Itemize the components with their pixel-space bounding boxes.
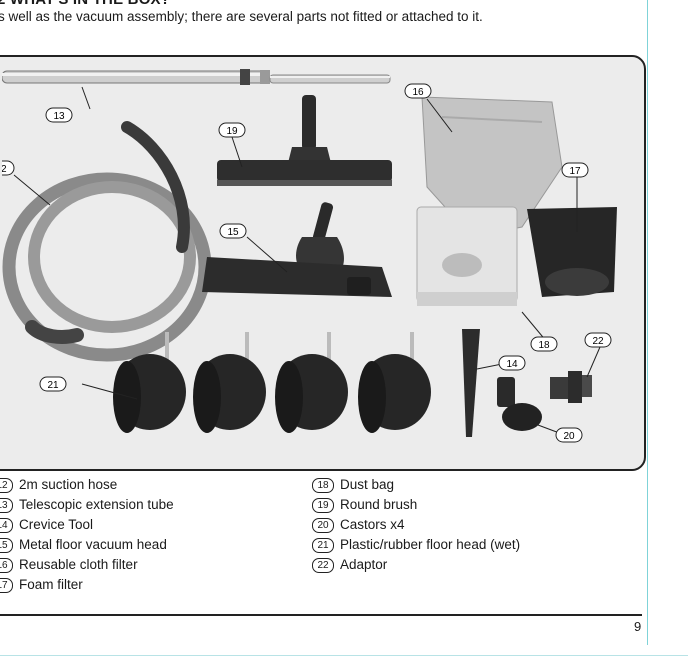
legend-label: Reusable cloth filter	[19, 557, 138, 572]
suction-hose-illustration	[2, 121, 212, 362]
callout-15: 15	[219, 223, 247, 239]
legend-item: 13 Telescopic extension tube	[0, 496, 174, 514]
parts-legend-left: 12 2m suction hose 13 Telescopic extension…	[0, 476, 300, 602]
callout-12: 12	[2, 160, 15, 176]
legend-item: 15 Metal floor vacuum head	[0, 536, 167, 554]
legend-item: 14 Crevice Tool	[0, 516, 93, 534]
callout-22: 22	[584, 332, 612, 348]
parts-legend-right: 18 Dust bag 19 Round brush 20 Castors x4 21…	[312, 476, 632, 582]
callout-leader-lines	[13, 86, 601, 435]
legend-label: Metal floor vacuum head	[19, 537, 167, 552]
page-number: 9	[634, 619, 642, 634]
legend-number: 19	[312, 498, 334, 513]
callout-17: 17	[561, 162, 589, 178]
legend-label: 2m suction hose	[19, 477, 118, 492]
svg-text:19: 19	[226, 126, 238, 137]
legend-label: Crevice Tool	[19, 517, 94, 532]
legend-number: 21	[312, 538, 334, 553]
legend-item: 12 2m suction hose	[0, 476, 117, 494]
legend-item: 21 Plastic/rubber floor head (wet)	[312, 536, 520, 554]
svg-text:13: 13	[53, 111, 65, 122]
legend-label: Adaptor	[340, 557, 388, 572]
crevice-tool-illustration	[462, 329, 480, 437]
svg-text:12: 12	[2, 164, 7, 175]
callout-labels: 13 12 19 15 16 17 18 14 20 21 22	[2, 83, 612, 443]
legend-label: Round brush	[340, 497, 418, 512]
callout-16: 16	[404, 83, 432, 99]
legend-item: 18 Dust bag	[312, 476, 394, 494]
parts-illustration: 13 12 19 15 16 17 18 14 20 21 22	[2, 69, 617, 443]
legend-number: 18	[312, 478, 334, 493]
legend-number: 15	[0, 538, 13, 553]
svg-text:17: 17	[569, 166, 581, 177]
legend-item: 19 Round brush	[312, 496, 417, 514]
svg-text:21: 21	[47, 380, 59, 391]
legend-number: 16	[0, 558, 13, 573]
svg-text:14: 14	[506, 359, 518, 370]
legend-label: Foam filter	[19, 577, 83, 592]
callout-14: 14	[498, 355, 526, 371]
castors-illustration	[113, 332, 431, 433]
svg-text:18: 18	[538, 340, 550, 351]
legend-item: 16 Reusable cloth filter	[0, 556, 138, 574]
callout-13: 13	[45, 107, 73, 123]
legend-number: 17	[0, 578, 13, 593]
adaptor-illustration	[550, 371, 592, 403]
svg-text:22: 22	[592, 336, 604, 347]
callout-20: 21	[39, 376, 67, 392]
legend-number: 14	[0, 518, 13, 533]
parts-photo: 13 12 19 15 16 17 18 14 20 21 22	[0, 55, 646, 471]
round-brush-illustration	[497, 377, 542, 431]
cloth-filter-illustration	[421, 96, 563, 238]
metal-floor-head-illustration	[202, 202, 392, 297]
section-heading: 2 WHAT'S IN THE BOX?	[0, 0, 170, 8]
legend-item: 20 Castors x4	[312, 516, 405, 534]
legend-item: 22 Adaptor	[312, 556, 387, 574]
legend-item: 17 Foam filter	[0, 576, 83, 594]
legend-label: Castors x4	[340, 517, 405, 532]
legend-number: 22	[312, 558, 334, 573]
legend-number: 13	[0, 498, 13, 513]
dust-bag-illustration	[416, 206, 518, 306]
callout-21: 19	[218, 122, 246, 138]
wet-floor-head-illustration	[217, 95, 392, 186]
telescopic-tube-illustration	[2, 69, 391, 85]
svg-text:20: 20	[563, 431, 575, 442]
page-bottom-rule	[0, 655, 688, 656]
callout-19: 20	[555, 427, 583, 443]
legend-label: Plastic/rubber floor head (wet)	[340, 537, 521, 552]
footer-rule	[0, 614, 642, 616]
callout-18: 18	[530, 336, 558, 352]
legend-number: 20	[312, 518, 334, 533]
foam-filter-illustration	[527, 207, 617, 297]
page-border-rule	[647, 0, 648, 645]
intro-text: s well as the vacuum assembly; there are…	[0, 9, 483, 24]
legend-number: 12	[0, 478, 13, 493]
svg-text:16: 16	[412, 87, 424, 98]
svg-text:15: 15	[227, 227, 239, 238]
legend-label: Dust bag	[340, 477, 395, 492]
legend-label: Telescopic extension tube	[19, 497, 174, 512]
